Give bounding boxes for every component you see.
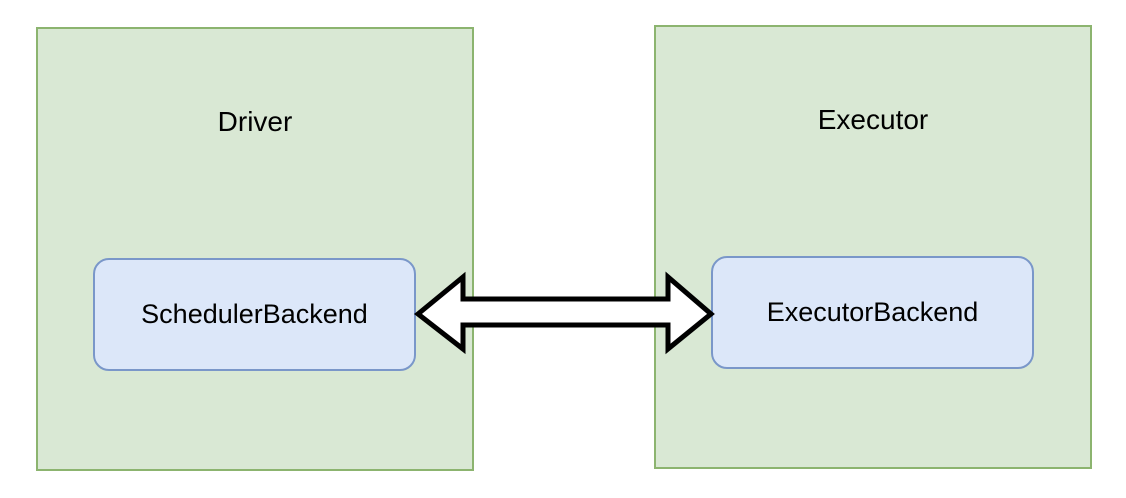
executor-backend-node: ExecutorBackend [711,256,1034,369]
executor-title: Executor [817,104,929,135]
double-arrow-shape [413,271,715,355]
driver-title: Driver [217,106,293,137]
executor-backend-label: ExecutorBackend [766,297,979,327]
driver-container: Driver [36,27,474,471]
scheduler-backend-label: SchedulerBackend [141,299,368,329]
executor-container: Executor [654,25,1092,469]
scheduler-backend-node: SchedulerBackend [93,258,416,371]
